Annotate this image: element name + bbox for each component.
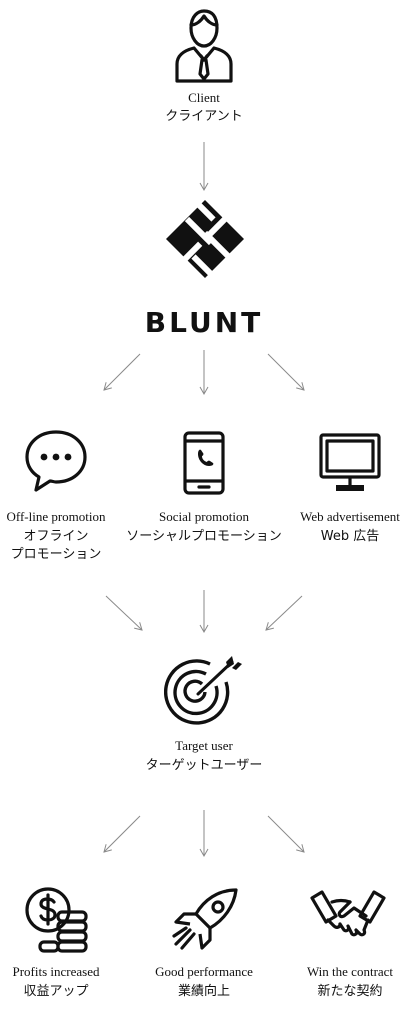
performance-label-jp: 業績向上 — [177, 984, 230, 999]
social-label-jp: ソーシャルプロモーション — [126, 529, 282, 544]
brand-name: BLUNT — [144, 306, 264, 339]
profits-label-jp: 収益アップ — [23, 984, 89, 999]
offline-label-en: Off-line promotion — [6, 509, 106, 524]
contract-label-jp: 新たな契約 — [317, 984, 383, 999]
arrow-offline-to-target — [105, 595, 143, 631]
target-label-jp: ターゲットユーザー — [145, 758, 263, 773]
target-icon — [164, 656, 242, 725]
client-label-jp: クライアント — [165, 109, 243, 124]
arrow-web-to-target — [265, 595, 303, 631]
offline-label-jp-1: オフライン — [23, 529, 89, 544]
performance-label-en: Good performance — [155, 964, 253, 979]
arrow-brand-to-web — [267, 353, 305, 391]
rocket-icon — [172, 888, 238, 950]
businessman-icon — [175, 9, 233, 83]
contract-label-en: Win the contract — [306, 964, 394, 979]
coins-icon — [25, 887, 88, 953]
client-label-en: Client — [188, 90, 220, 105]
handshake-icon — [310, 890, 386, 937]
offline-label-jp-2: プロモーション — [10, 547, 102, 562]
arrow-brand-to-offline — [103, 353, 141, 391]
social-label-en: Social promotion — [159, 509, 249, 524]
speech-bubble-icon — [25, 430, 87, 492]
web-label-jp: Web 広告 — [320, 529, 380, 544]
target-label-en: Target user — [175, 738, 233, 753]
monitor-icon — [319, 433, 381, 491]
arrow-target-to-profits — [103, 815, 141, 853]
smartphone-icon — [183, 431, 225, 495]
blunt-logo — [166, 200, 244, 278]
arrow-target-to-contract — [267, 815, 305, 853]
web-label-en: Web advertisement — [300, 509, 400, 524]
profits-label-en: Profits increased — [12, 964, 100, 979]
